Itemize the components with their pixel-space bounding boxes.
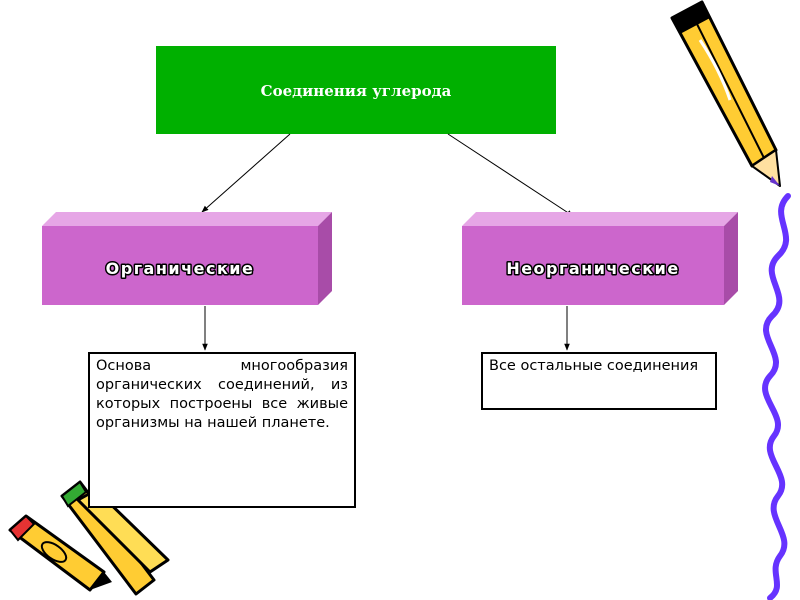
pencils-bottom-left <box>8 480 170 596</box>
purple-squiggle <box>762 193 791 600</box>
pencil-top-right <box>670 0 781 187</box>
connector-root-organic <box>201 133 291 213</box>
connector-root-inorganic <box>447 133 574 217</box>
root-node: Соединения углерода <box>156 46 556 134</box>
root-box <box>156 46 556 134</box>
branch-inorganic: Неорганические <box>462 212 738 305</box>
organic-box-front <box>42 226 318 305</box>
inorganic-box-top <box>462 212 738 226</box>
inorganic-box-side <box>724 212 738 305</box>
organic-box-side <box>318 212 332 305</box>
inorganic-label: Неорганические <box>506 259 679 278</box>
organic-box-top <box>42 212 332 226</box>
inorganic-box-front <box>462 226 724 305</box>
inorganic-description: Все остальные соединения <box>481 352 717 410</box>
root-label: Соединения углерода <box>261 82 452 100</box>
branch-organic: Органические <box>42 212 332 305</box>
organic-label: Органические <box>106 259 255 278</box>
organic-description: Основа многообразия органических соедине… <box>88 352 356 508</box>
